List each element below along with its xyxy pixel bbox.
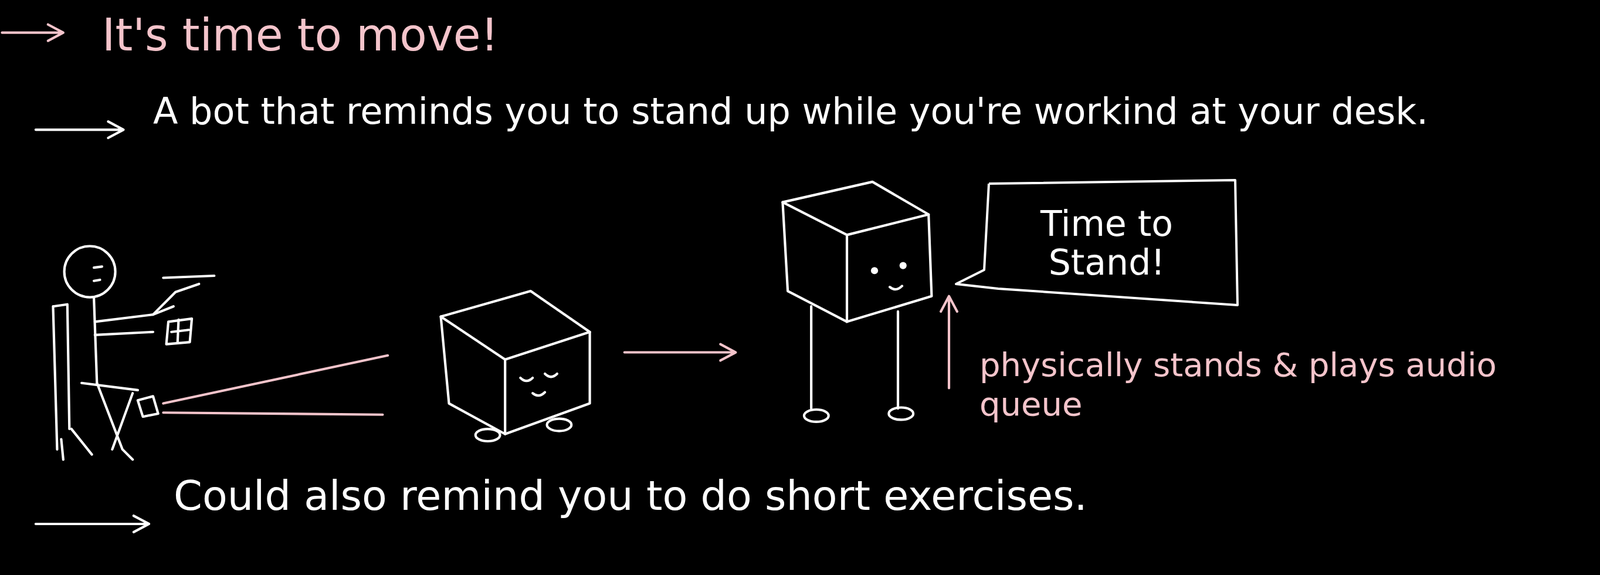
sensor-beam [163, 355, 388, 404]
bubble-border [956, 180, 1238, 305]
pointer-arrow [940, 296, 958, 389]
sensor-device [137, 395, 159, 417]
white-strokes [35, 121, 932, 532]
cube-right [504, 331, 590, 435]
bubble-text: Time to Stand! [995, 204, 1219, 282]
eye [899, 261, 907, 269]
cube-top [441, 290, 591, 360]
cube-legs [811, 306, 898, 409]
cube-top [782, 181, 929, 236]
flow-arrow [624, 344, 737, 361]
bullet-arrow [35, 121, 124, 138]
eye [870, 266, 879, 274]
pink-strokes [1, 24, 957, 415]
person-head [64, 246, 116, 298]
note-text: Could also remind you to do short exerci… [173, 469, 1523, 523]
cube-foot [804, 409, 829, 422]
person-body [93, 297, 97, 383]
note-text: A bot that reminds you to stand up while… [127, 82, 1448, 141]
sensor-beam [163, 412, 383, 415]
bullet-arrow [1, 24, 63, 42]
laptop [153, 275, 215, 345]
speech-bubble: Time to Stand! [974, 178, 1239, 307]
cube-left [441, 316, 506, 435]
cube-right [846, 214, 932, 322]
person-legs [81, 382, 138, 460]
person-face [93, 266, 103, 281]
sleeping-face [520, 373, 558, 396]
smile [889, 285, 903, 290]
cube-foot [888, 407, 914, 420]
note-text: physically stands & plays audio queue [979, 344, 1508, 424]
person-arms [95, 306, 174, 335]
chair [52, 304, 92, 460]
title-text: It's time to move! [102, 8, 499, 62]
cube-foot [475, 428, 501, 442]
cube-left [782, 202, 847, 322]
eyes [870, 261, 907, 274]
bullet-arrow [35, 515, 149, 532]
cube-foot [547, 418, 572, 432]
